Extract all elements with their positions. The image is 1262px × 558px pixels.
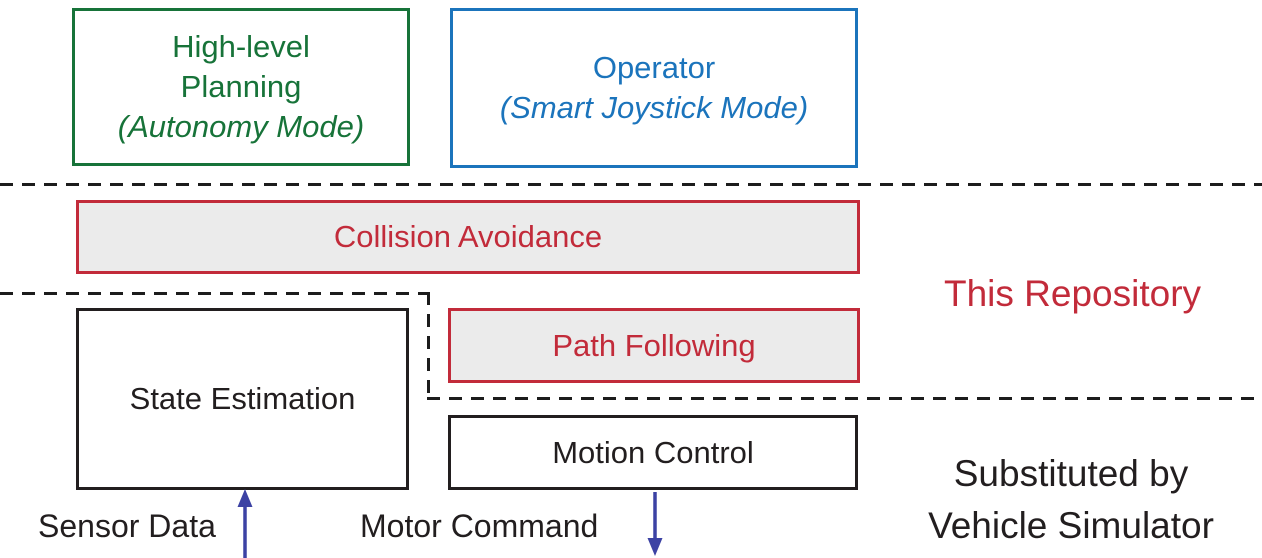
path-following-label: Path Following (552, 327, 756, 363)
substituted-by-label: Substituted by Vehicle Simulator (880, 448, 1262, 552)
high-level-planning-line2: Planning (180, 69, 302, 105)
state-estimation-label: State Estimation (129, 381, 356, 417)
motor-command-label: Motor Command (360, 508, 599, 544)
smart-joystick-mode-label: (Smart Joystick Mode) (499, 90, 809, 125)
operator-line1: Operator (592, 50, 716, 86)
sensor-data-up-arrow-icon (237, 489, 253, 558)
motion-control-box: Motion Control (448, 415, 858, 490)
high-level-planning-box: High-level Planning (Autonomy Mode) (72, 8, 410, 166)
motor-command-down-arrow-icon (647, 492, 663, 556)
motion-control-label: Motion Control (552, 434, 754, 470)
dashed-separator-mid-right (427, 397, 1262, 400)
substituted-line2: Vehicle Simulator (928, 504, 1214, 546)
sensor-data-label: Sensor Data (38, 508, 216, 544)
high-level-planning-line1: High-level (172, 29, 310, 65)
operator-box: Operator (Smart Joystick Mode) (450, 8, 858, 168)
path-following-box: Path Following (448, 308, 860, 383)
this-repository-label: This Repository (943, 273, 1202, 314)
autonomy-mode-label: (Autonomy Mode) (117, 108, 365, 144)
dashed-separator-mid-left (0, 292, 430, 295)
substituted-line1: Substituted by (953, 453, 1189, 494)
dashed-separator-step (427, 292, 430, 399)
dashed-separator-top (0, 183, 1262, 186)
state-estimation-box: State Estimation (76, 308, 409, 490)
collision-avoidance-label: Collision Avoidance (333, 219, 603, 255)
collision-avoidance-box: Collision Avoidance (76, 200, 860, 274)
